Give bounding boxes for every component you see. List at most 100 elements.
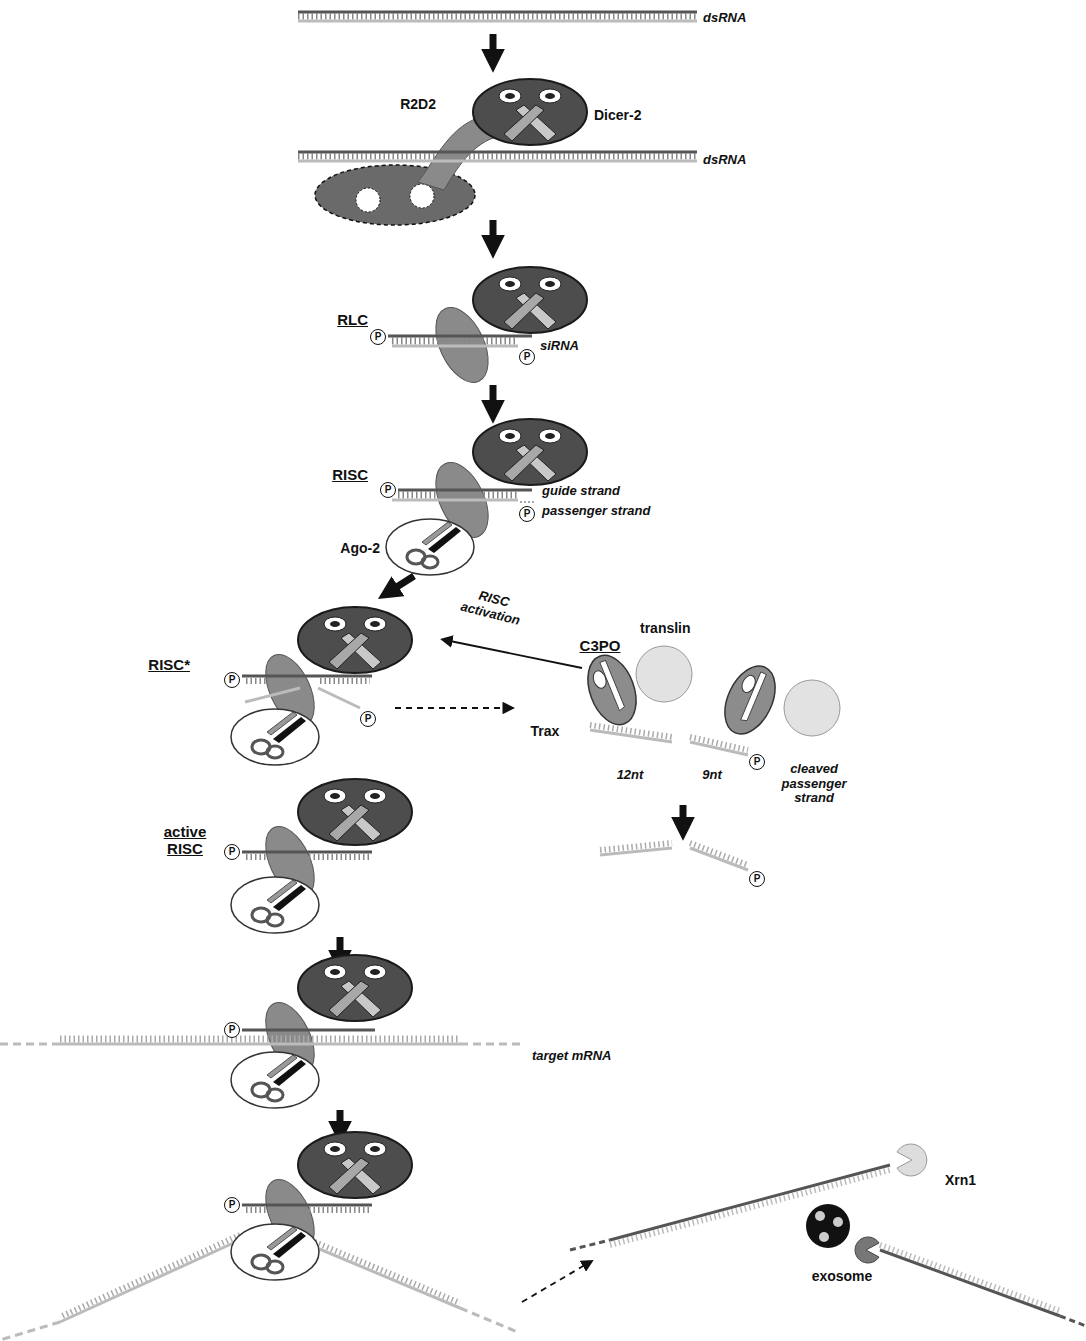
step-arrow bbox=[490, 34, 497, 56]
target-binding-part bbox=[0, 1043, 60, 1046]
strand-label: guide strand bbox=[542, 484, 620, 499]
target-cleavage-part bbox=[246, 1207, 370, 1213]
phosphate-circle: P bbox=[224, 844, 240, 860]
c3po-complex-part bbox=[715, 658, 785, 742]
risc-star-complex-part bbox=[318, 688, 360, 708]
phosphate-label: P bbox=[229, 675, 236, 685]
mrna-decay-part bbox=[806, 1204, 850, 1248]
step-arrow bbox=[337, 937, 344, 957]
phosphate-circle: P bbox=[519, 349, 535, 365]
target-cleavage-part bbox=[60, 1235, 240, 1317]
strand-label: dsRNA bbox=[703, 153, 746, 168]
target-cleavage-part bbox=[298, 1235, 460, 1303]
active-risc-complex-part bbox=[231, 877, 319, 933]
risc-star-complex-part bbox=[320, 678, 370, 684]
phosphate-label: P bbox=[229, 847, 236, 857]
degraded-fragments-part bbox=[600, 848, 672, 855]
strand-label: dsRNA bbox=[703, 11, 746, 26]
target-binding-part bbox=[60, 1043, 460, 1046]
phosphate-circle: P bbox=[749, 754, 765, 770]
dicer-complex-part bbox=[298, 154, 697, 160]
mrna-decay-part bbox=[819, 1232, 829, 1242]
target-binding-part bbox=[242, 1029, 375, 1032]
target-binding-part bbox=[60, 1036, 460, 1043]
degraded-fragments-part bbox=[690, 848, 748, 870]
risc-complex-part bbox=[398, 489, 532, 492]
target-cleavage bbox=[0, 1132, 520, 1340]
phosphate-label: P bbox=[365, 714, 372, 724]
risc-complex-part bbox=[398, 492, 518, 499]
step-arrow bbox=[392, 576, 414, 590]
risc-star-complex-part bbox=[298, 607, 412, 673]
target-binding bbox=[0, 955, 520, 1108]
phosphate-label: P bbox=[375, 332, 382, 342]
step-arrow bbox=[490, 385, 497, 407]
mrna-decay-part bbox=[1060, 1316, 1086, 1326]
stage-label: active RISC bbox=[157, 823, 213, 858]
protein-label: Ago-2 bbox=[340, 540, 380, 556]
dicer-complex bbox=[298, 79, 697, 225]
stage-label: RISC bbox=[332, 466, 368, 483]
risc-complex-part bbox=[520, 502, 536, 503]
phosphate-label: P bbox=[229, 1200, 236, 1210]
activation-arrow bbox=[450, 641, 582, 668]
phosphate-label: P bbox=[229, 1025, 236, 1035]
mrna-decay-part bbox=[833, 1217, 843, 1227]
dsrna-duplex-part bbox=[298, 20, 697, 23]
degraded-fragments-part bbox=[690, 843, 748, 865]
c3po-complex-part bbox=[636, 646, 692, 702]
mrna-decay-part bbox=[570, 1240, 610, 1250]
mrna-decay-part bbox=[897, 1144, 927, 1176]
dicer-complex-part bbox=[356, 188, 380, 212]
step-label: RISC activation bbox=[451, 583, 534, 631]
stage-label: RLC bbox=[337, 311, 368, 328]
phosphate-circle: P bbox=[749, 871, 765, 887]
target-cleavage-part bbox=[298, 1240, 460, 1308]
phosphate-circle: P bbox=[380, 482, 396, 498]
risc-complex-part bbox=[473, 419, 587, 485]
length-label: 9nt bbox=[702, 768, 722, 783]
risc-complex-part bbox=[392, 499, 518, 502]
risc-star-complex-part bbox=[245, 688, 300, 702]
risc-star-complex bbox=[231, 607, 412, 765]
rlc-complex-part bbox=[392, 338, 518, 345]
enzyme-label: Xrn1 bbox=[945, 1172, 976, 1188]
target-cleavage-part bbox=[298, 1132, 412, 1198]
mrna-decay-part bbox=[855, 1237, 879, 1263]
target-cleavage-part bbox=[231, 1224, 319, 1280]
risc-star-complex-part bbox=[231, 709, 319, 765]
enzyme-label: exosome bbox=[812, 1268, 873, 1284]
target-binding-part bbox=[298, 955, 412, 1021]
target-cleavage-part bbox=[460, 1308, 520, 1333]
strand-label: target mRNA bbox=[532, 1049, 611, 1064]
strand-label: cleaved passenger strand bbox=[773, 762, 855, 807]
risc-complex-part bbox=[386, 519, 474, 575]
phosphate-label: P bbox=[524, 509, 531, 519]
decay-arrow bbox=[522, 1265, 585, 1302]
rlc-complex bbox=[388, 267, 587, 391]
c3po-complex bbox=[579, 646, 840, 755]
phosphate-circle: P bbox=[224, 1197, 240, 1213]
mrna-decay-part bbox=[815, 1211, 825, 1221]
stage-label: RISC* bbox=[148, 656, 190, 673]
protein-label: R2D2 bbox=[400, 96, 436, 112]
length-label: 12nt bbox=[617, 768, 644, 783]
phosphate-label: P bbox=[524, 352, 531, 362]
rlc-complex-part bbox=[473, 267, 587, 333]
rlc-complex-part bbox=[388, 335, 532, 338]
phosphate-label: P bbox=[385, 485, 392, 495]
c3po-complex-part bbox=[784, 680, 840, 736]
dsrna-duplex-part bbox=[298, 11, 697, 14]
strand-label: passenger strand bbox=[542, 504, 650, 519]
phosphate-label: P bbox=[754, 757, 761, 767]
dsrna-duplex-part bbox=[298, 14, 697, 20]
dicer-complex-part bbox=[473, 79, 587, 145]
strand-label: siRNA bbox=[540, 339, 579, 354]
phosphate-circle: P bbox=[224, 672, 240, 688]
active-risc-complex-part bbox=[298, 779, 412, 845]
active-risc-complex-part bbox=[242, 851, 372, 854]
protein-label: Trax bbox=[531, 723, 560, 739]
step-arrow bbox=[337, 1110, 344, 1128]
active-risc-complex bbox=[231, 779, 412, 933]
target-cleavage-part bbox=[242, 1204, 372, 1207]
